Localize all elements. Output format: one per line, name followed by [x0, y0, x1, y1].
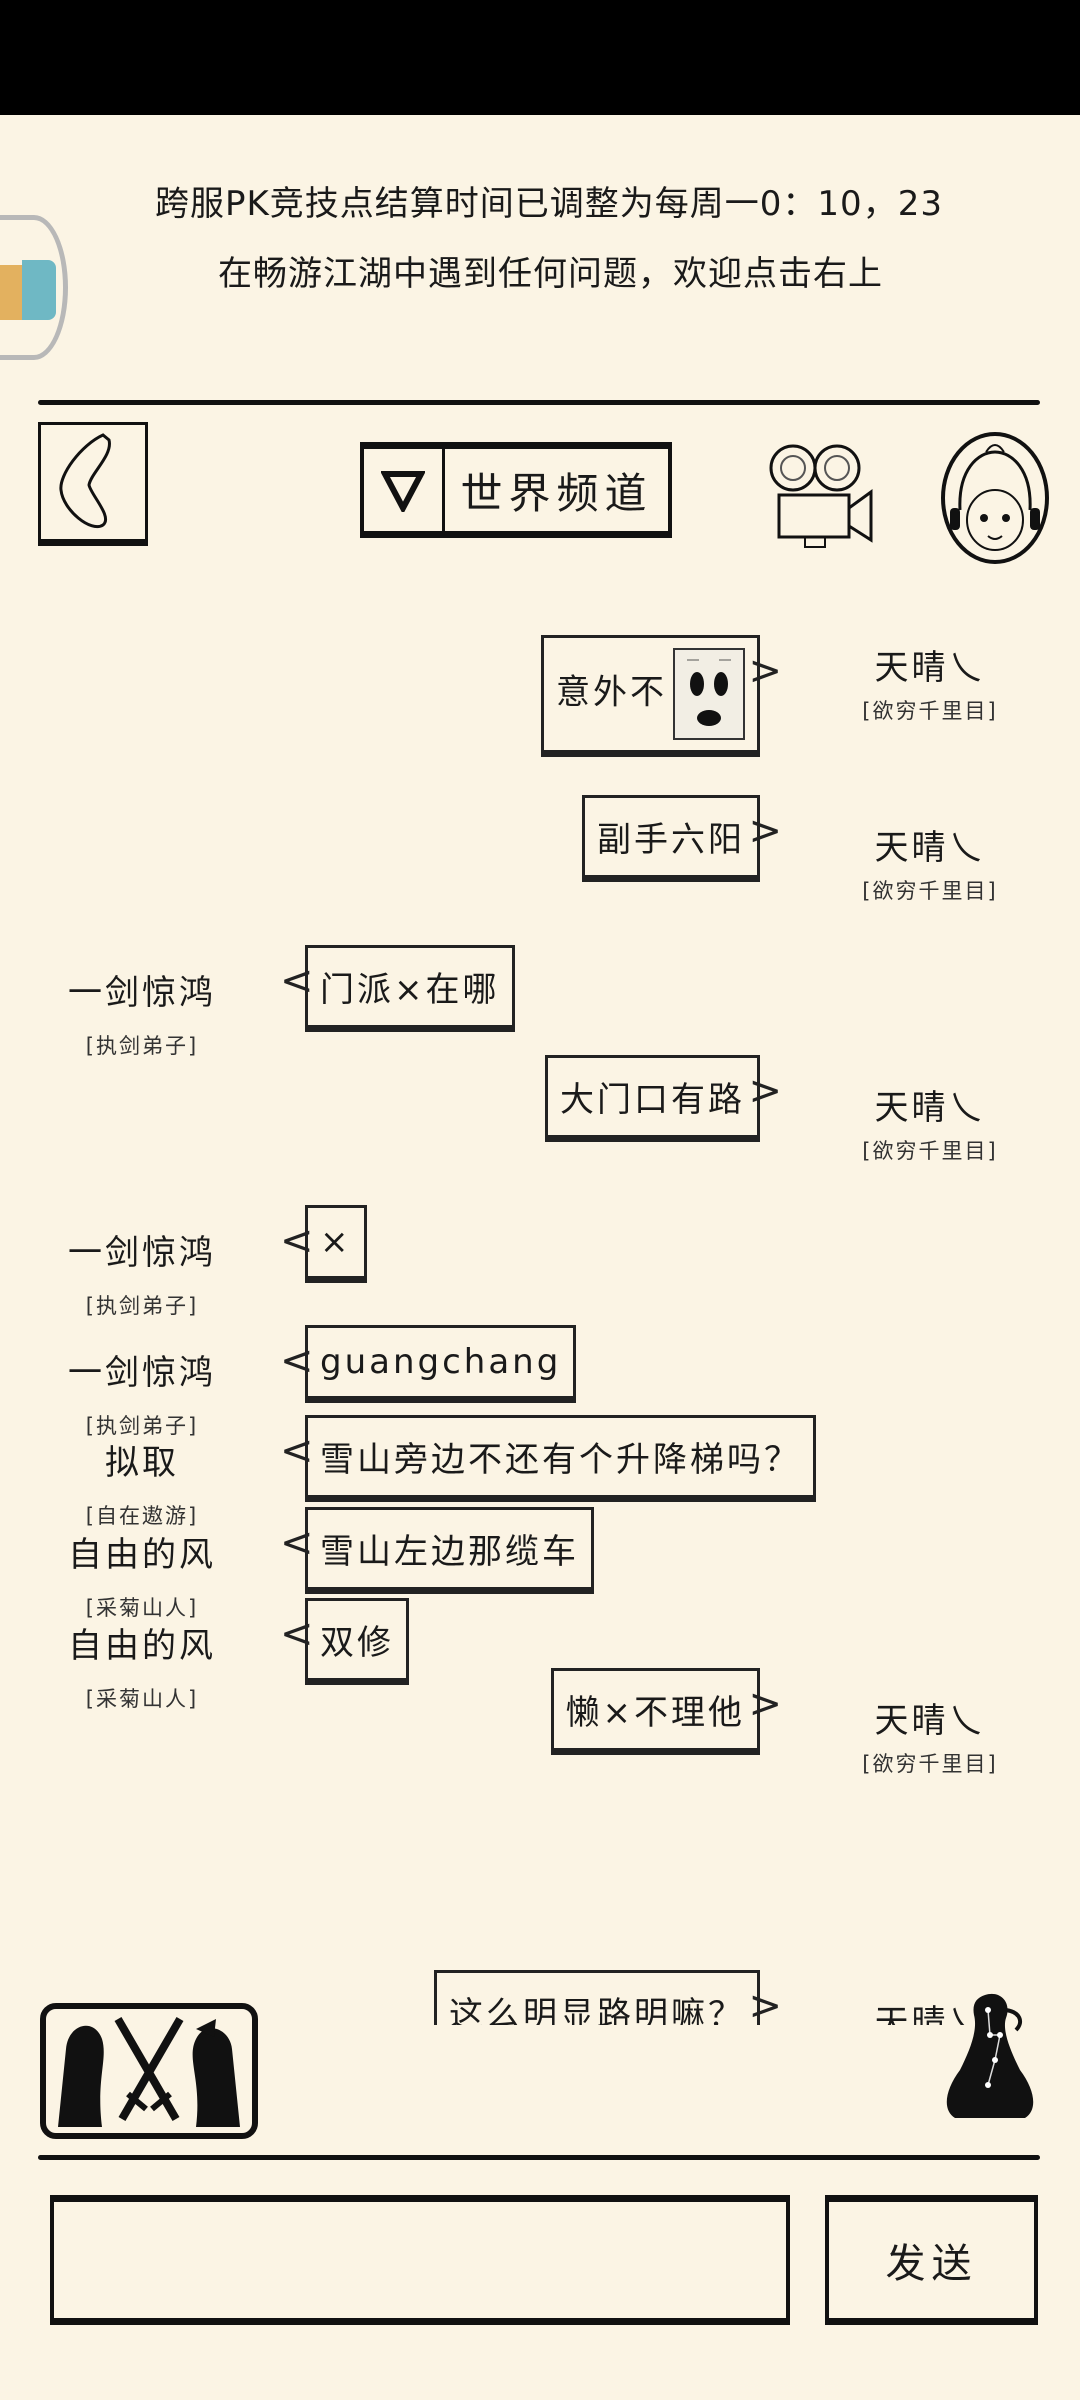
- sender-name[interactable]: 自由的风: [68, 1535, 216, 1575]
- sender-title: [欲穷千里目]: [862, 1752, 998, 1776]
- bubble-tail: >: [748, 808, 785, 854]
- floating-app-icon[interactable]: [0, 215, 68, 360]
- status-bar: [0, 0, 1080, 115]
- back-arrow-icon: [59, 433, 111, 529]
- message-bubble[interactable]: 雪山左边那缆车<: [280, 1507, 594, 1594]
- channel-dropdown[interactable]: 世界频道: [360, 442, 672, 538]
- sender-title: [欲穷千里目]: [862, 1139, 998, 1163]
- message-text: 懒×不理他: [565, 1693, 745, 1733]
- message-input[interactable]: [50, 2195, 790, 2325]
- pk-crossed-swords-icon[interactable]: [40, 2003, 258, 2139]
- triangle-down-icon: [364, 449, 445, 531]
- bubble-tail: <: [280, 1428, 317, 1474]
- sender-title: [执剑弟子]: [85, 1034, 199, 1058]
- message-bubble[interactable]: ×<: [280, 1205, 367, 1283]
- bubble-tail: >: [748, 1681, 785, 1727]
- message-bubble[interactable]: 大门口有路>: [545, 1055, 782, 1142]
- surprised-face-sticker-icon: [673, 648, 745, 740]
- message-bubble[interactable]: 双修<: [280, 1598, 409, 1685]
- sender-title: [执剑弟子]: [85, 1414, 199, 1438]
- sender-name[interactable]: 一剑惊鸿: [68, 973, 216, 1013]
- sender-name[interactable]: 天晴乀: [874, 648, 986, 688]
- channel-label: 世界频道: [460, 468, 653, 518]
- sender-name[interactable]: 一剑惊鸿: [68, 1233, 216, 1273]
- bubble-tail: >: [748, 1983, 785, 2025]
- message-bubble[interactable]: 懒×不理他>: [550, 1668, 782, 1755]
- message-text: ×: [320, 1222, 352, 1262]
- message-bubble[interactable]: 这么明显路明嘛？>: [434, 1970, 782, 2025]
- sender-title: [执剑弟子]: [85, 1294, 199, 1318]
- bubble-tail: <: [280, 958, 317, 1004]
- sender-name[interactable]: 天晴乀: [874, 828, 986, 868]
- message-text: guangchang: [320, 1342, 562, 1382]
- sender-name[interactable]: 天晴乀: [874, 1701, 986, 1741]
- chat-message-list[interactable]: 天晴乀[欲穷千里目]意外不>天晴乀[欲穷千里目]副手六阳>一剑惊鸿[执剑弟子]门…: [0, 600, 1080, 2025]
- constellation-silhouette-icon[interactable]: [940, 1990, 1040, 2120]
- bubble-tail: >: [748, 1068, 785, 1114]
- bubble-tail: <: [280, 1520, 317, 1566]
- sender-name[interactable]: 一剑惊鸿: [68, 1353, 216, 1393]
- notice-line-1: 跨服PK竞技点结算时间已调整为每周一0：10，23: [155, 184, 943, 224]
- sender-name[interactable]: 天晴乀: [874, 1088, 986, 1128]
- send-button[interactable]: 发送: [825, 2195, 1038, 2325]
- bubble-tail: <: [280, 1338, 317, 1384]
- message-bubble[interactable]: guangchang<: [280, 1325, 577, 1403]
- message-text: 雪山旁边不还有个升降梯吗？: [320, 1440, 801, 1480]
- sender-title: [欲穷千里目]: [862, 879, 998, 903]
- message-text: 这么明显路明嘛？: [449, 1995, 745, 2025]
- sender-title: [自在遨游]: [85, 1504, 199, 1528]
- message-bubble[interactable]: 副手六阳>: [582, 795, 782, 882]
- sender-name[interactable]: 天晴乀: [874, 2003, 986, 2025]
- bottom-divider: [38, 2155, 1040, 2160]
- sender-name[interactable]: 自由的风: [68, 1626, 216, 1666]
- message-text: 意外不: [556, 672, 667, 713]
- bubble-tail: <: [280, 1611, 317, 1657]
- message-text: 双修: [320, 1623, 394, 1663]
- message-bubble[interactable]: 门派×在哪<: [280, 945, 515, 1032]
- message-text: 门派×在哪: [320, 970, 500, 1010]
- back-button[interactable]: [38, 422, 148, 546]
- message-bubble[interactable]: 雪山旁边不还有个升降梯吗？<: [280, 1415, 816, 1502]
- message-text: 副手六阳: [597, 820, 745, 860]
- notice-line-2: 在畅游江湖中遇到任何问题，欢迎点击右上: [218, 254, 883, 294]
- sender-title: [欲穷千里目]: [862, 699, 998, 723]
- girl-avatar-icon[interactable]: [938, 430, 1052, 566]
- message-text: 大门口有路: [560, 1080, 745, 1120]
- sender-name[interactable]: 拟取: [105, 1443, 179, 1483]
- top-divider: [38, 400, 1040, 405]
- movie-camera-icon[interactable]: [765, 440, 881, 552]
- message-bubble[interactable]: 意外不 >: [541, 635, 782, 757]
- bubble-tail: >: [748, 648, 785, 694]
- message-text: 雪山左边那缆车: [320, 1532, 579, 1572]
- sender-title: [采菊山人]: [85, 1687, 199, 1711]
- bubble-tail: <: [280, 1218, 317, 1264]
- sender-title: [采菊山人]: [85, 1596, 199, 1620]
